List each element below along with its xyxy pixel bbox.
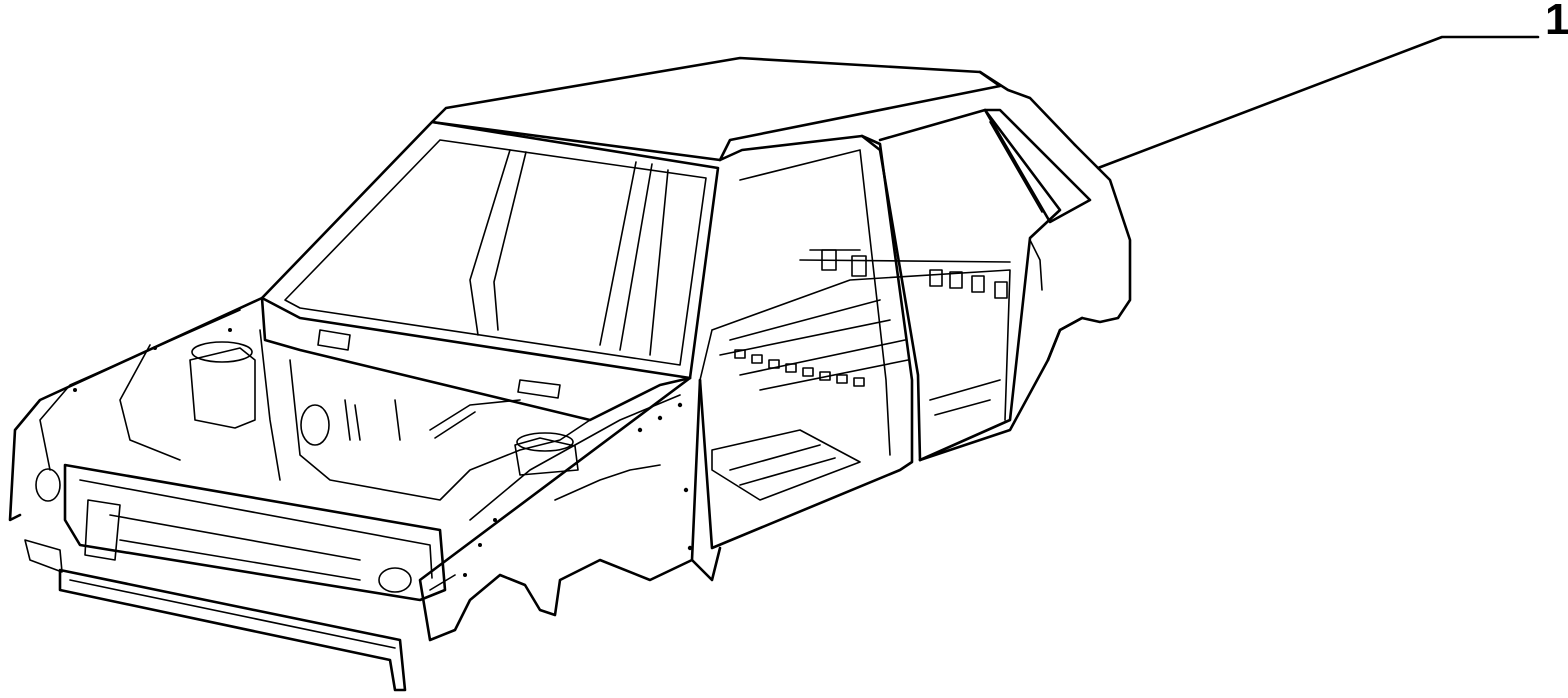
left-strut-tower [189,347,256,429]
radiator-support [63,463,447,602]
rear-wheel-arch [1046,316,1084,362]
roof-rear-edge [978,70,1077,147]
windshield-inner [284,139,707,366]
windshield-frame [260,120,720,380]
car-body-shell-icon [8,56,1132,692]
right-front-fender [418,376,694,642]
right-strut-tower [514,437,579,476]
rear-quarter-panel [918,143,1132,462]
b-pillar [860,134,922,462]
rear-door-opening [878,108,1062,462]
roof-outline [430,56,1002,162]
front-rocker [690,378,722,582]
callout-number: 1 [1545,0,1568,44]
fender-holes [73,328,693,577]
floor-slots [734,249,1008,387]
callout-leader-line [1096,35,1540,170]
left-inner-fender [8,296,264,522]
rear-quarter-window [983,108,1092,224]
front-lower-beam [58,568,407,692]
front-door-opening [698,134,914,550]
firewall [260,296,692,422]
floor-pan [699,269,1011,421]
